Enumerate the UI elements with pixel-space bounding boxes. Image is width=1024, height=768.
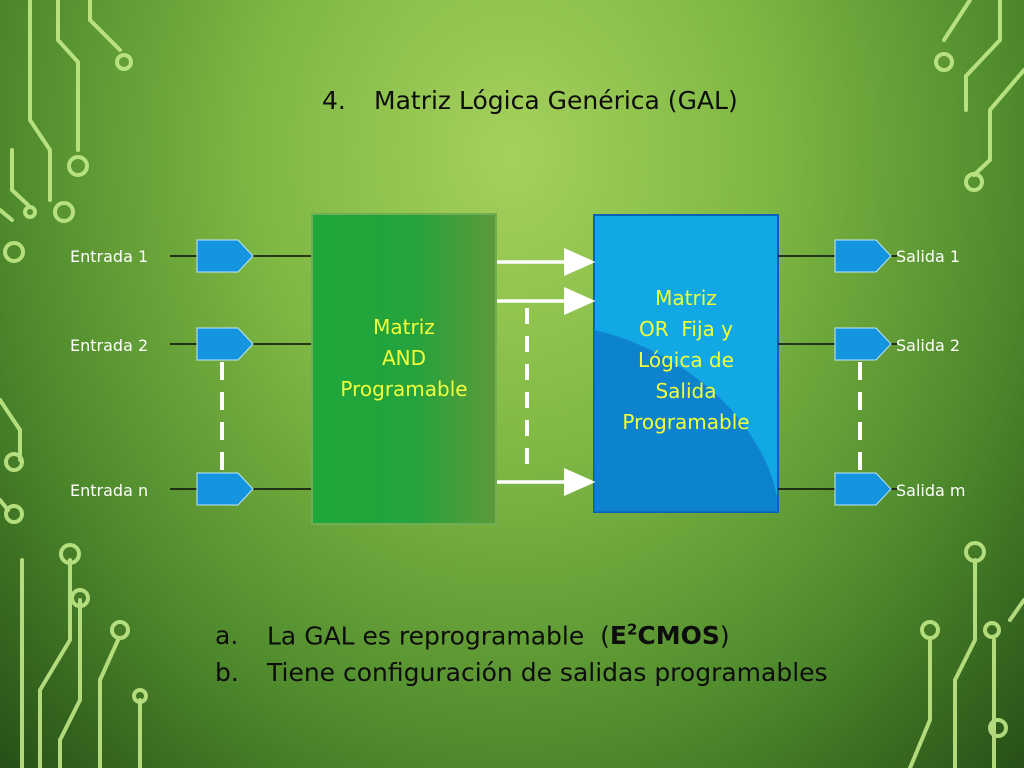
circuit-trace <box>56 0 80 152</box>
output-connector-2 <box>834 327 892 361</box>
input-label-2: Entrada 2 <box>70 336 149 355</box>
and-block-line: Programable <box>340 377 468 401</box>
or-block-shading <box>594 330 778 512</box>
output-label-m: Salida m <box>896 481 966 500</box>
bullet-text: Tiene configuración de salidas programab… <box>267 658 828 688</box>
input-connector-1 <box>196 239 254 273</box>
input-label-1: Entrada 1 <box>70 247 149 266</box>
bullet-list: a. La GAL es reprogramable (E2CMOS) b. Tie… <box>215 612 915 691</box>
or-block-line: Salida <box>655 379 717 403</box>
output-label-2: Salida 2 <box>896 336 961 355</box>
or-block-line: OR Fija y <box>639 317 733 341</box>
input-connector-2 <box>196 327 254 361</box>
output-connector-m <box>834 472 892 506</box>
and-block-line: AND <box>381 346 427 370</box>
title-text: Matriz Lógica Genérica (GAL) <box>374 86 738 115</box>
bullet-bold-term: E2CMOS <box>609 621 720 651</box>
input-label-n: Entrada n <box>70 481 149 500</box>
slide-title: 4. Matriz Lógica Genérica (GAL) <box>322 86 842 115</box>
and-block-label: Matriz AND Programable <box>312 312 496 405</box>
or-block-line: Programable <box>622 410 750 434</box>
bullet-item: a. La GAL es reprogramable (E2CMOS) <box>215 612 915 654</box>
bullet-marker: b. <box>215 658 239 688</box>
input-connector-n <box>196 472 254 506</box>
bullet-text: La GAL es reprogramable ( <box>267 621 610 651</box>
or-block-line: Matriz <box>655 286 717 310</box>
output-label-1: Salida 1 <box>896 247 961 266</box>
circuit-trace <box>88 0 122 52</box>
and-matrix-block <box>311 213 497 525</box>
or-block-line: Lógica de <box>638 348 734 372</box>
or-block-label: Matriz OR Fija y Lógica de Salida Progra… <box>594 283 778 438</box>
bullet-marker: a. <box>215 621 239 651</box>
bullet-tail: ) <box>719 621 730 651</box>
and-block-line: Matriz <box>373 315 435 339</box>
output-connector-1 <box>834 239 892 273</box>
title-number: 4. <box>322 86 346 115</box>
bullet-item: b. Tiene configuración de salidas program… <box>215 654 915 691</box>
